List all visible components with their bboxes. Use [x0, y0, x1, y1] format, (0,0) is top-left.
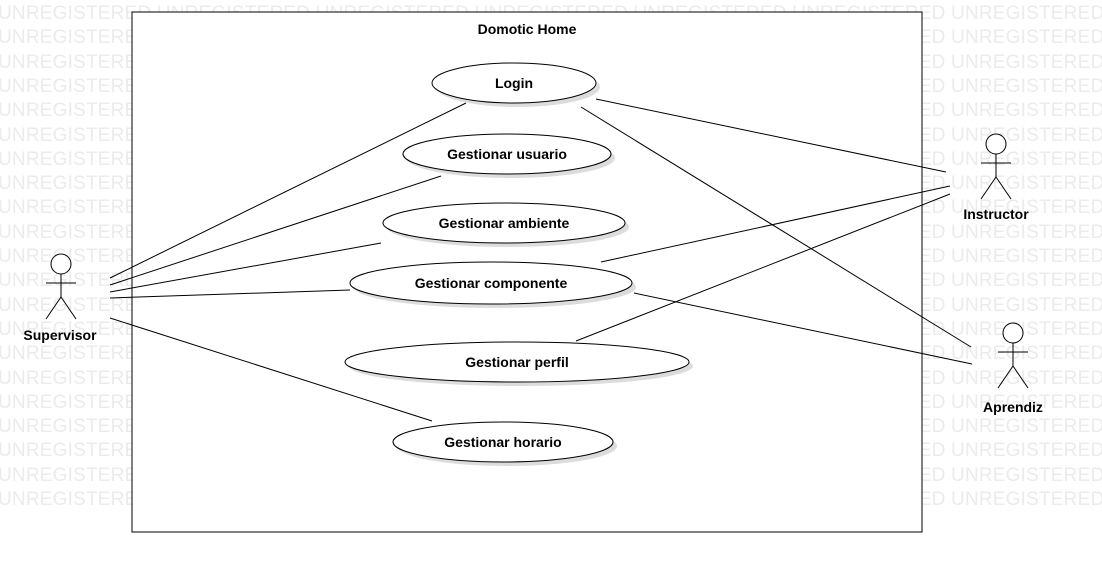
assoc-instructor-login[interactable] [595, 98, 947, 173]
use-case-gestionar-usuario-ellipse[interactable] [402, 133, 612, 175]
actor-aprendiz-icon [997, 322, 1029, 389]
use-case-login[interactable]: Login [431, 62, 600, 107]
actor-supervisor[interactable]: Supervisor [23, 253, 97, 343]
assoc-instructor-perfil[interactable] [575, 193, 951, 342]
actor-supervisor-label: Supervisor [23, 327, 97, 343]
actor-instructor-label: Instructor [963, 206, 1029, 222]
assoc-supervisor-usuario[interactable] [109, 175, 442, 286]
use-case-gestionar-componente[interactable]: Gestionar componente [349, 261, 636, 308]
assoc-supervisor-horario[interactable] [109, 317, 433, 422]
use-case-gestionar-ambiente-label: Gestionar ambiente [439, 215, 570, 231]
use-case-gestionar-perfil[interactable]: Gestionar perfil [344, 341, 693, 386]
system-boundary-title: Domotic Home [478, 21, 577, 37]
assoc-aprendiz-componente[interactable] [633, 292, 973, 365]
assoc-supervisor-ambiente[interactable] [109, 242, 382, 293]
assoc-supervisor-login[interactable] [109, 102, 467, 279]
assoc-supervisor-componente[interactable] [109, 289, 351, 299]
use-case-gestionar-componente-label: Gestionar componente [415, 275, 568, 291]
use-case-gestionar-perfil-label: Gestionar perfil [465, 354, 568, 370]
assoc-aprendiz-login[interactable] [580, 106, 972, 348]
use-case-gestionar-componente-ellipse[interactable] [349, 261, 633, 305]
use-case-gestionar-horario-label: Gestionar horario [444, 434, 561, 450]
use-case-login-ellipse[interactable] [431, 62, 597, 104]
actor-instructor[interactable]: Instructor [963, 133, 1029, 222]
use-case-gestionar-ambiente-ellipse[interactable] [382, 202, 626, 244]
use-case-gestionar-horario[interactable]: Gestionar horario [392, 421, 617, 466]
use-case-login-label: Login [495, 75, 533, 91]
use-case-gestionar-usuario-label: Gestionar usuario [447, 146, 567, 162]
actor-supervisor-icon [45, 253, 77, 320]
use-case-gestionar-ambiente[interactable]: Gestionar ambiente [382, 202, 629, 247]
associations [109, 98, 973, 422]
assoc-instructor-componente[interactable] [600, 185, 951, 263]
actor-instructor-icon [980, 133, 1012, 200]
use-case-gestionar-usuario[interactable]: Gestionar usuario [402, 133, 615, 178]
use-case-gestionar-horario-ellipse[interactable] [392, 421, 614, 463]
use-case-gestionar-perfil-ellipse[interactable] [344, 341, 690, 383]
actor-aprendiz[interactable]: Aprendiz [983, 322, 1043, 415]
actor-aprendiz-label: Aprendiz [983, 399, 1043, 415]
